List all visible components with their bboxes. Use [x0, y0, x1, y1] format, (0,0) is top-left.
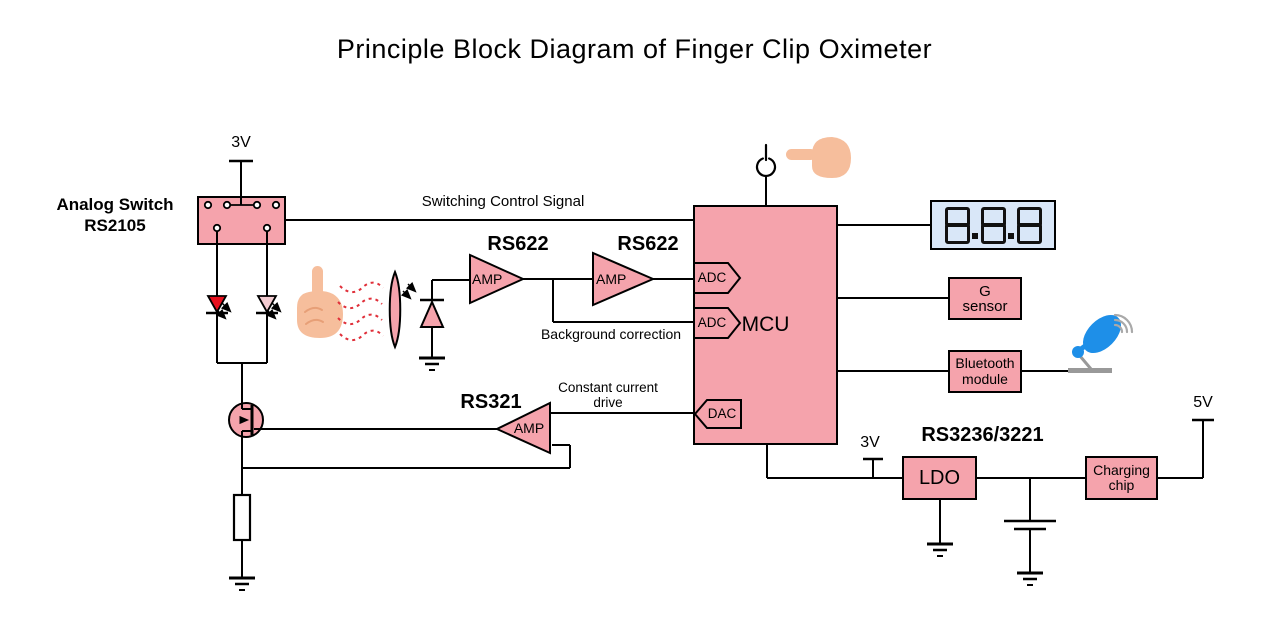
mosfet-icon — [228, 402, 497, 495]
ldo-block: LDO — [902, 456, 977, 500]
ldo-rail-label: 3V — [860, 434, 880, 451]
finger-icon — [297, 266, 343, 338]
feedback-wire — [242, 444, 571, 469]
mcu-label: MCU — [741, 313, 790, 336]
analog-switch-label: Analog Switch RS2105 — [40, 194, 190, 237]
analog-switch-contacts — [203, 200, 281, 233]
ground-icon-battery — [1017, 571, 1043, 586]
g-sensor-line2: sensor — [962, 297, 1008, 315]
bluetooth-line2: module — [962, 370, 1008, 387]
light-rays-icon — [337, 281, 384, 342]
analog-switch-part: RS2105 — [84, 216, 146, 236]
adc1-port-shape — [693, 262, 742, 294]
adc1-port-label: ADC — [697, 270, 727, 285]
driver-amp-label: AMP — [513, 420, 545, 436]
constant-current-label: Constant current drive — [523, 380, 693, 410]
charging-line2: chip — [1108, 477, 1135, 493]
amp2-part-label: RS622 — [617, 233, 679, 255]
resistor-icon — [232, 493, 252, 578]
battery-icon — [1004, 478, 1056, 573]
adc2-port-shape — [693, 307, 742, 339]
background-correction-label: Background correction — [540, 326, 682, 342]
led-supply-label: 3V — [231, 134, 251, 151]
g-sensor-block: G sensor — [948, 277, 1022, 320]
amp1-part-label: RS622 — [487, 233, 549, 255]
g-sensor-line1: G — [979, 282, 991, 300]
dac-port-shape — [693, 399, 742, 429]
constant-current-line2: drive — [593, 395, 623, 411]
mcu-right-wires — [838, 224, 1090, 372]
charging-chip-block: Charging chip — [1085, 456, 1158, 500]
satellite-dish-icon — [1068, 313, 1134, 373]
ldo-label: LDO — [918, 466, 961, 489]
power-icon — [755, 143, 777, 206]
press-hand-icon — [786, 137, 851, 178]
dac-port-label: DAC — [707, 406, 737, 421]
switching-signal-label: Switching Control Signal — [421, 193, 585, 210]
diagram-title: Principle Block Diagram of Finger Clip O… — [336, 34, 933, 64]
seven-segment-display — [930, 200, 1056, 250]
led-supply-rail — [229, 159, 253, 205]
analog-switch-name: Analog Switch — [56, 195, 174, 214]
driver-amp-triangle — [494, 401, 551, 455]
lens-icon — [388, 269, 402, 350]
driver-amp-part-label: RS321 — [460, 391, 522, 413]
ground-icon-sense — [229, 576, 255, 591]
charger-rail-label: 5V — [1193, 394, 1213, 411]
signal-chain-wires — [523, 278, 694, 323]
adc2-port-label: ADC — [697, 315, 727, 330]
red-led-icon — [206, 295, 232, 320]
photodiode-icon — [400, 279, 470, 358]
display-digits — [942, 206, 1044, 244]
amp2-label: AMP — [596, 271, 627, 287]
constant-current-line1: Constant current — [558, 380, 658, 395]
amp1-triangle — [469, 253, 526, 305]
ground-icon-ldo — [927, 500, 953, 557]
amp1-label: AMP — [472, 271, 503, 287]
ldo-part-label: RS3236/3221 — [921, 424, 1044, 446]
charging-line1: Charging — [1093, 461, 1150, 478]
led-wires — [216, 231, 268, 404]
bluetooth-line1: Bluetooth — [955, 355, 1015, 372]
ground-icon-photodiode — [419, 356, 445, 371]
bluetooth-module-block: Bluetooth module — [948, 350, 1022, 393]
ir-led-icon — [256, 295, 282, 320]
